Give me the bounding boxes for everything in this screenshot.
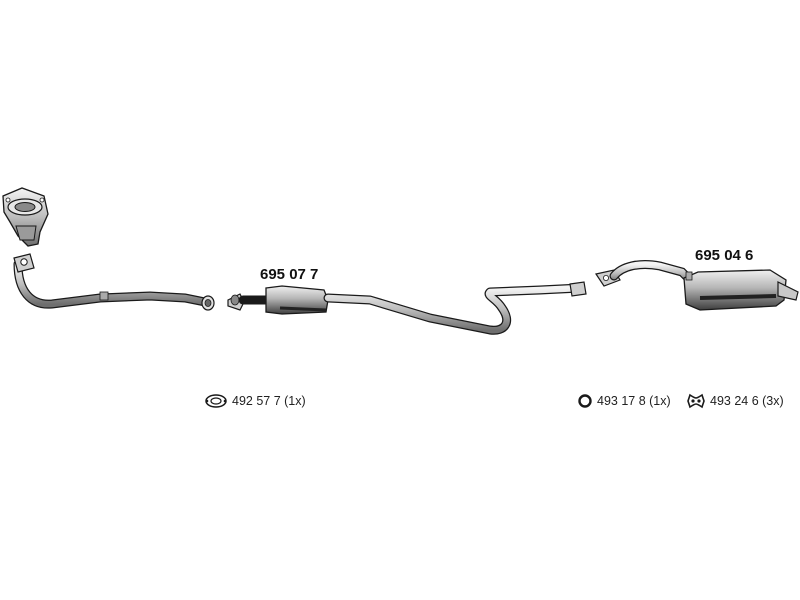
hanger-accessory-label: 493 24 6 (3x) <box>710 394 784 408</box>
oval-gasket-icon <box>205 394 227 408</box>
ring-accessory-label: 493 17 8 (1x) <box>597 394 671 408</box>
hanger-accessory: 493 24 6 (3x) <box>686 393 784 409</box>
center-silencer-assembly <box>227 281 587 335</box>
ring-accessory: 493 17 8 (1x) <box>577 393 671 409</box>
manifold-flange <box>2 187 49 247</box>
rear-silencer-part-number: 695 04 6 <box>695 247 754 264</box>
rear-silencer-assembly <box>595 259 799 311</box>
gasket-accessory-label: 492 57 7 (1x) <box>232 394 306 408</box>
center-silencer-part-number: 695 07 7 <box>260 266 319 283</box>
rubber-hanger-icon <box>687 393 705 409</box>
ring-icon <box>578 394 592 408</box>
front-pipe <box>13 253 215 311</box>
gasket-accessory: 492 57 7 (1x) <box>204 393 306 409</box>
